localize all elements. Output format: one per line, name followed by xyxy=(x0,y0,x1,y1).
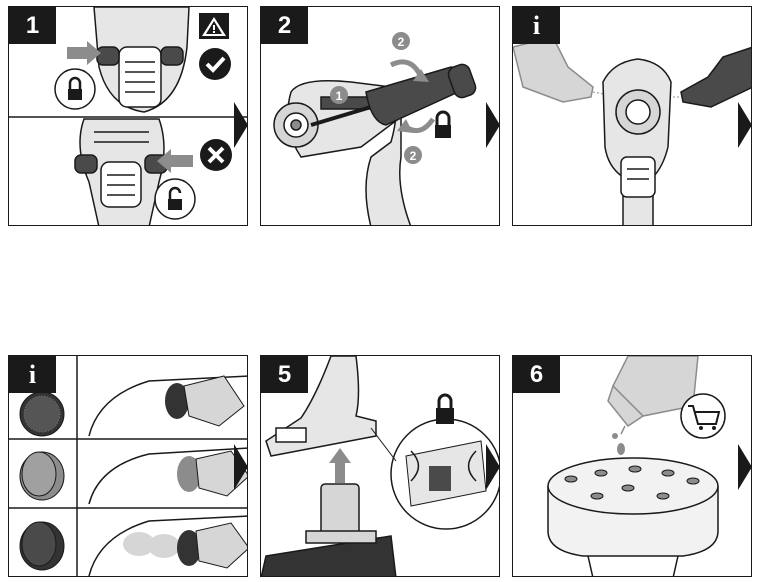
callout-2-bottom: 2 xyxy=(404,146,422,164)
drill-handle xyxy=(265,356,377,457)
side-handle-lock-illustration xyxy=(9,7,247,225)
cross-circle-icon xyxy=(200,139,232,171)
svg-text:2: 2 xyxy=(410,149,417,163)
callout-2-top: 2 xyxy=(392,32,410,50)
step-number-badge: 1 xyxy=(9,7,56,44)
push-arrow-left xyxy=(67,41,101,65)
pad-medium xyxy=(19,451,65,501)
polish-bottle xyxy=(607,356,699,435)
drill-front-view xyxy=(602,58,672,225)
air-nozzle-right xyxy=(680,46,751,108)
apply-polish-illustration xyxy=(547,356,726,576)
blow-out-vents-illustration xyxy=(513,36,751,225)
step-number-badge: 5 xyxy=(261,356,308,393)
info-panel-polishing: i xyxy=(8,355,248,577)
info-badge: i xyxy=(513,7,560,44)
shopping-cart-icon xyxy=(680,393,726,439)
callout-1: 1 xyxy=(330,86,348,104)
battery-pack xyxy=(261,483,397,576)
lock-icon xyxy=(54,68,96,110)
pad-fine xyxy=(19,521,65,571)
next-arrow-icon xyxy=(234,102,247,148)
polishing-pad xyxy=(547,457,719,576)
push-arrow-right xyxy=(157,149,193,173)
side-handle xyxy=(310,63,477,127)
info-panel-cleaning: i xyxy=(512,6,752,226)
next-arrow-icon xyxy=(738,102,751,148)
air-nozzle-left xyxy=(513,36,594,103)
attach-side-handle-illustration: 1 2 2 xyxy=(273,32,477,225)
step-number-badge: 2 xyxy=(261,7,308,44)
lock-icon xyxy=(435,110,451,138)
next-arrow-icon xyxy=(234,444,247,490)
next-arrow-icon xyxy=(738,444,751,490)
step-5-panel: 5 xyxy=(260,355,500,577)
polish-dots xyxy=(564,465,700,500)
lock-icon xyxy=(436,393,454,424)
svg-text:2: 2 xyxy=(398,35,405,49)
unlock-icon xyxy=(154,178,196,220)
polish-drops xyxy=(612,433,625,455)
tool-bottom-view xyxy=(74,118,168,225)
step-6-panel: 6 xyxy=(512,355,752,577)
tool-top-view xyxy=(93,7,190,113)
polisher-3 xyxy=(123,522,247,569)
next-arrow-icon xyxy=(486,444,499,490)
pad-coarse xyxy=(19,391,65,437)
polisher-1 xyxy=(165,375,245,427)
zoom-detail xyxy=(370,418,499,530)
step-2-panel: 2 1 2 xyxy=(260,6,500,226)
insert-arrow xyxy=(329,448,351,483)
warning-triangle-icon xyxy=(199,13,229,39)
step-1-panel: 1 xyxy=(8,6,248,226)
next-arrow-icon xyxy=(486,102,499,148)
info-badge: i xyxy=(9,356,56,393)
step-number-badge: 6 xyxy=(513,356,560,393)
svg-text:1: 1 xyxy=(336,89,343,103)
check-circle-icon xyxy=(199,48,231,80)
insert-battery-illustration xyxy=(261,356,499,576)
polishing-steps-illustration xyxy=(9,356,247,576)
